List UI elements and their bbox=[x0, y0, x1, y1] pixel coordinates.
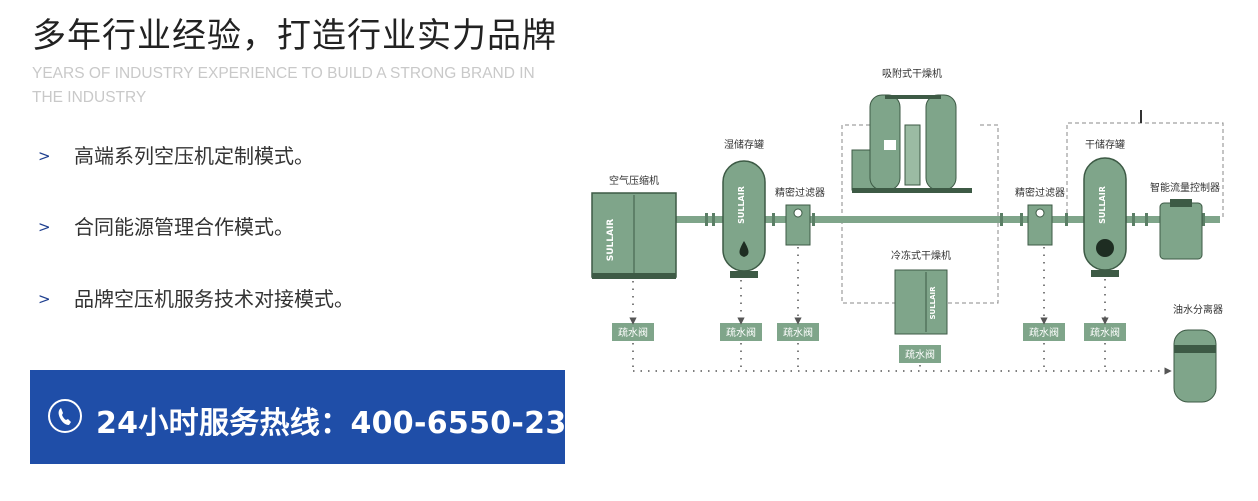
drain-valve-label: 疏水阀 bbox=[618, 326, 648, 339]
drain-valve: 疏水阀 bbox=[612, 323, 654, 341]
feature-item: > 品牌空压机服务技术对接模式。 bbox=[38, 283, 354, 312]
refrigerated-dryer-label: 冷冻式干燥机 bbox=[891, 249, 951, 262]
adsorption-dryer-label: 吸附式干燥机 bbox=[882, 67, 942, 80]
drain-valve-label: 疏水阀 bbox=[783, 326, 813, 339]
brand-label: SULLAIR bbox=[737, 186, 746, 224]
feature-item: > 高端系列空压机定制模式。 bbox=[38, 140, 314, 169]
wet-storage-tank-icon: SULLAIR bbox=[722, 160, 766, 278]
feature-label: 高端系列空压机定制模式。 bbox=[74, 144, 314, 168]
drain-valve-label: 疏水阀 bbox=[1090, 326, 1120, 339]
flow-controller-icon bbox=[1159, 199, 1203, 260]
feature-label: 合同能源管理合作模式。 bbox=[74, 215, 294, 239]
refrigerated-dryer-icon: SULLAIR bbox=[894, 269, 948, 335]
phone-icon bbox=[48, 399, 82, 433]
drain-valve-label: 疏水阀 bbox=[726, 326, 756, 339]
compressed-air-system-diagram: SULLAIR 空气压缩机 SULLAIR 湿储存罐 精密过滤器 吸附式干燥机 … bbox=[591, 67, 1224, 403]
oil-water-separator-icon bbox=[1173, 329, 1217, 403]
wet-tank-label: 湿储存罐 bbox=[724, 138, 764, 151]
chevron-right-icon: > bbox=[38, 290, 51, 308]
dry-tank-label: 干储存罐 bbox=[1085, 138, 1125, 151]
brand-label: SULLAIR bbox=[1098, 186, 1107, 224]
flow-controller-label: 智能流量控制器 bbox=[1150, 181, 1220, 194]
adsorption-dryer-icon bbox=[851, 94, 972, 193]
filter-2-label: 精密过滤器 bbox=[1015, 186, 1065, 199]
hotline-banner[interactable]: 24小时服务热线：400-6550-234 bbox=[30, 370, 587, 464]
feature-label: 品牌空压机服务技术对接模式。 bbox=[74, 287, 354, 311]
drain-valve-label: 疏水阀 bbox=[905, 348, 935, 361]
precision-filter-icon bbox=[785, 204, 811, 246]
chevron-right-icon: > bbox=[38, 218, 51, 236]
drain-valve: 疏水阀 bbox=[1023, 323, 1065, 341]
air-compressor-icon: SULLAIR bbox=[591, 192, 677, 279]
feature-item: > 合同能源管理合作模式。 bbox=[38, 211, 294, 240]
hotline-text: 24小时服务热线：400-6550-234 bbox=[96, 406, 588, 441]
filter-1-label: 精密过滤器 bbox=[775, 186, 825, 199]
page-subtitle: YEARS OF INDUSTRY EXPERIENCE TO BUILD A … bbox=[32, 65, 535, 106]
drain-valve-label: 疏水阀 bbox=[1029, 326, 1059, 339]
page-title: 多年行业经验，打造行业实力品牌 bbox=[32, 16, 557, 56]
brand-label: SULLAIR bbox=[606, 219, 616, 262]
drain-valve: 疏水阀 bbox=[899, 345, 941, 363]
drain-valve: 疏水阀 bbox=[777, 323, 819, 341]
precision-filter-icon bbox=[1027, 204, 1053, 246]
dry-storage-tank-icon: SULLAIR bbox=[1083, 157, 1127, 277]
chevron-right-icon: > bbox=[38, 147, 51, 165]
drain-valve: 疏水阀 bbox=[720, 323, 762, 341]
compressor-label: 空气压缩机 bbox=[609, 174, 659, 187]
drain-valve: 疏水阀 bbox=[1084, 323, 1126, 341]
brand-label: SULLAIR bbox=[929, 286, 937, 320]
separator-label: 油水分离器 bbox=[1173, 303, 1223, 316]
